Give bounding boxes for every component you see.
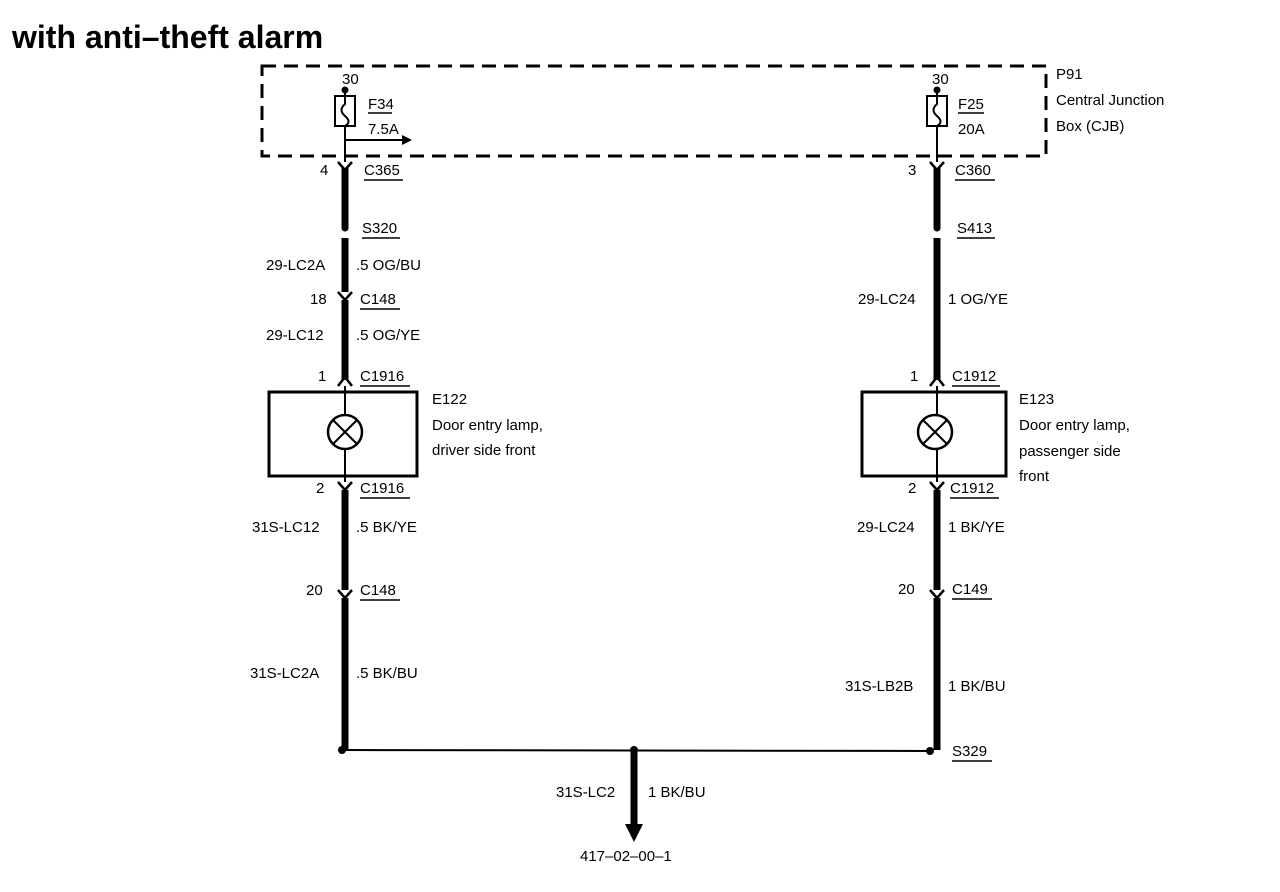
left-c148b-connector-icon — [337, 589, 353, 600]
ground-wire-spec: 1 BK/BU — [648, 784, 706, 801]
left-wire3-circuit: 31S-LC12 — [252, 519, 320, 536]
right-s413-label: S413 — [957, 220, 992, 237]
right-fuse-rating: 20A — [958, 121, 985, 138]
right-c360-pin: 3 — [908, 162, 916, 179]
right-wire1-circuit: 29-LC24 — [858, 291, 916, 308]
right-wire3-circuit: 31S-LB2B — [845, 678, 913, 695]
right-lamp-box — [860, 390, 1008, 478]
left-s320-label: S320 — [362, 220, 397, 237]
left-wire3-spec: .5 BK/YE — [356, 519, 417, 536]
cjb-outline — [260, 64, 1048, 158]
left-fuse-id: F34 — [368, 96, 394, 113]
right-c1912b-label: C1912 — [950, 480, 994, 497]
left-wire2-circuit: 29-LC12 — [266, 327, 324, 344]
left-c148-pin: 18 — [310, 291, 327, 308]
right-c149-pin: 20 — [898, 581, 915, 598]
left-c1916a-connector-icon — [337, 374, 353, 387]
left-wire4-circuit: 31S-LC2A — [250, 665, 319, 682]
left-wire1-spec: .5 OG/BU — [356, 257, 421, 274]
left-c1916a-label: C1916 — [360, 368, 404, 385]
right-terminal-label: 30 — [932, 71, 949, 88]
left-c148-connector-icon — [337, 291, 353, 302]
left-wire4-spec: .5 BK/BU — [356, 665, 418, 682]
cjb-name-line1: Central Junction — [1056, 92, 1164, 109]
left-c148b-label: C148 — [360, 582, 396, 599]
left-c365-pin: 4 — [320, 162, 328, 179]
right-c149-connector-icon — [929, 589, 945, 600]
left-wire1-circuit: 29-LC2A — [266, 257, 325, 274]
left-c148-label: C148 — [360, 291, 396, 308]
left-s320-splice-dot — [341, 224, 349, 232]
left-circuit: 30 F34 7.5A 4 C365 S320 29-LC2A .5 OG/BU… — [250, 71, 543, 754]
left-c1916-pin2: 2 — [316, 480, 324, 497]
cjb-id: P91 — [1056, 66, 1083, 83]
ground-bus: S329 31S-LC2 1 BK/BU 417–02–00–1 — [341, 743, 992, 865]
right-c1912-pin1: 1 — [910, 368, 918, 385]
left-lamp-id: E122 — [432, 391, 467, 408]
left-branch-arrow-icon — [402, 135, 412, 145]
right-fuse-id: F25 — [958, 96, 984, 113]
left-lamp-box — [267, 390, 419, 478]
ground-arrow-icon — [625, 824, 643, 842]
left-c1916b-label: C1916 — [360, 480, 404, 497]
left-c365-label: C365 — [364, 162, 400, 179]
ground-reference: 417–02–00–1 — [580, 848, 672, 865]
left-fuse-rating: 7.5A — [368, 121, 399, 138]
left-wire2-spec: .5 OG/YE — [356, 327, 420, 344]
right-c1912-pin2: 2 — [908, 480, 916, 497]
ground-splice-label: S329 — [952, 743, 987, 760]
right-wire1-spec: 1 OG/YE — [948, 291, 1008, 308]
right-wire2-spec: 1 BK/YE — [948, 519, 1005, 536]
left-c148b-pin: 20 — [306, 582, 323, 599]
right-wire3-spec: 1 BK/BU — [948, 678, 1006, 695]
right-lamp-line1: Door entry lamp, — [1019, 417, 1130, 434]
right-c360-label: C360 — [955, 162, 991, 179]
left-terminal-label: 30 — [342, 71, 359, 88]
right-lamp-line2: passenger side — [1019, 443, 1121, 460]
ground-wire-circuit: 31S-LC2 — [556, 784, 615, 801]
right-s413-splice-dot — [933, 224, 941, 232]
right-c1912b-connector-icon — [929, 481, 945, 492]
right-c1912a-label: C1912 — [952, 368, 996, 385]
left-c1916-pin1: 1 — [318, 368, 326, 385]
right-c1912a-connector-icon — [929, 374, 945, 387]
right-c149-label: C149 — [952, 581, 988, 598]
left-c1916b-connector-icon — [337, 481, 353, 492]
right-circuit: 30 F25 20A 3 C360 S413 29-LC24 1 OG/YE 1… — [845, 71, 1130, 755]
right-wire2-circuit: 29-LC24 — [857, 519, 915, 536]
diagram-title: with anti–theft alarm — [11, 19, 323, 55]
right-lamp-id: E123 — [1019, 391, 1054, 408]
cjb-name-line2: Box (CJB) — [1056, 118, 1124, 135]
left-lamp-line1: Door entry lamp, — [432, 417, 543, 434]
left-lamp-line2: driver side front — [432, 442, 536, 459]
right-lamp-line3: front — [1019, 468, 1050, 485]
